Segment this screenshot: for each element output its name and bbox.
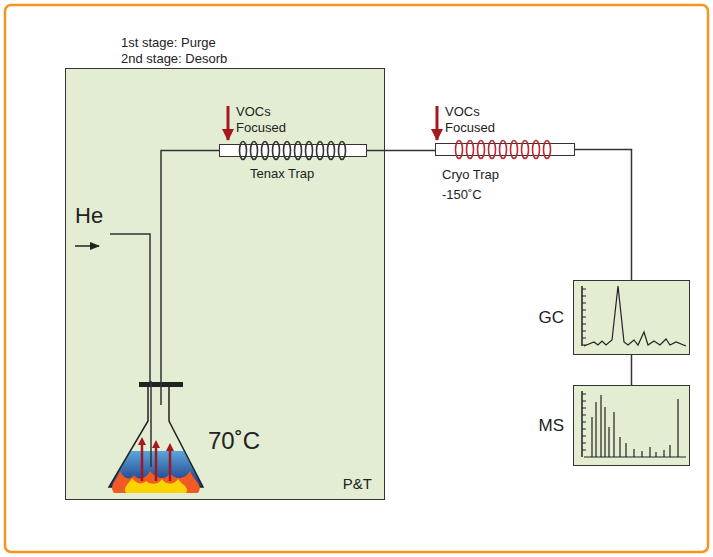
- line-part: [582, 422, 586, 423]
- ellipse-part: [317, 142, 324, 160]
- instrument-label: GC: [539, 308, 565, 328]
- ellipse-part: [306, 142, 313, 160]
- polyline-part: [584, 286, 686, 346]
- line-part: [591, 417, 592, 457]
- coil-winding: [219, 136, 367, 165]
- chromatogram: [574, 281, 689, 354]
- line-part: [608, 427, 609, 457]
- line-part: [655, 452, 656, 457]
- coil-winding: [435, 135, 575, 164]
- line-part: [582, 324, 586, 325]
- flask-illustration: [106, 381, 206, 493]
- gas-label: He: [75, 203, 103, 229]
- line-part: [582, 289, 586, 290]
- line-part: [582, 401, 586, 402]
- line-part: [619, 437, 620, 457]
- ellipse-part: [478, 141, 485, 159]
- ellipse-part: [500, 141, 507, 159]
- line-part: [141, 443, 144, 481]
- line-part: [582, 450, 586, 451]
- line-part: [633, 449, 634, 457]
- line-part: [169, 449, 172, 481]
- line-part: [582, 303, 586, 304]
- panel-label: P&T: [343, 475, 372, 493]
- line-part: [600, 395, 601, 457]
- ellipse-part: [511, 141, 518, 159]
- ellipse-part: [328, 142, 335, 160]
- ellipse-part: [489, 141, 496, 159]
- tube-connector: [161, 151, 219, 382]
- line-part: [595, 402, 596, 457]
- cryo-trap: Cryo Trap -150˚C: [435, 143, 575, 156]
- ellipse-part: [240, 142, 247, 160]
- ellipse-part: [251, 142, 258, 160]
- callout-note: VOCs Focused: [236, 104, 294, 137]
- tube-connector: [367, 150, 435, 152]
- line-part: [227, 106, 230, 140]
- line-part: [641, 451, 642, 457]
- line-part: [582, 415, 586, 416]
- tube-connector: [575, 150, 632, 281]
- line-part: [582, 443, 586, 444]
- line-part: [436, 106, 439, 140]
- line-part: [155, 446, 158, 481]
- rect-part: [65, 68, 385, 500]
- ellipse-part: [262, 142, 269, 160]
- line-part: [669, 445, 670, 457]
- line-part: [582, 338, 586, 339]
- temperature-label: 70˚C: [208, 427, 260, 456]
- line-part: [677, 399, 678, 457]
- line-part: [649, 447, 650, 457]
- line-part: [582, 429, 586, 430]
- line-part: [613, 412, 614, 457]
- line-part: [75, 245, 99, 247]
- line-part: [582, 408, 586, 409]
- ellipse-part: [544, 141, 551, 159]
- line-part: [582, 394, 586, 395]
- line-part: [581, 286, 583, 346]
- callout-note: VOCs Focused: [445, 104, 503, 137]
- line-part: [582, 317, 586, 318]
- path-part: [166, 443, 174, 451]
- ellipse-part: [467, 141, 474, 159]
- tenax-trap: Tenax Trap: [219, 144, 367, 157]
- ellipse-part: [284, 142, 291, 160]
- line-part: [584, 457, 686, 458]
- process-panel: Tenax Trap70˚C1st stage: Purge2nd stage:…: [65, 68, 385, 500]
- path-part: [109, 387, 203, 487]
- line-part: [663, 450, 664, 457]
- path-part: [138, 437, 146, 445]
- ellipse-part: [339, 142, 346, 160]
- polyline-part: [110, 234, 150, 384]
- rect-part: [5, 5, 708, 552]
- gc-display: GC: [573, 280, 690, 355]
- ellipse-part: [533, 141, 540, 159]
- line-part: [160, 381, 162, 405]
- line-part: [604, 407, 605, 457]
- line-part: [150, 381, 152, 467]
- instrument-label: MS: [539, 416, 565, 436]
- heated-flask: 70˚C: [106, 381, 206, 493]
- ellipse-part: [273, 142, 280, 160]
- path-part: [152, 440, 160, 448]
- line-part: [582, 436, 586, 437]
- stage-note: 2nd stage: Desorb: [121, 51, 227, 67]
- line-part: [625, 443, 626, 457]
- part-label: Cryo Trap -150˚C: [442, 165, 508, 204]
- line-part: [582, 296, 586, 297]
- line-part: [582, 310, 586, 311]
- chromatogram: [574, 386, 689, 465]
- ellipse-part: [456, 141, 463, 159]
- tube-connector: [631, 355, 633, 385]
- part-label: Tenax Trap: [250, 166, 314, 182]
- ellipse-part: [295, 142, 302, 160]
- stage-note: 1st stage: Purge: [121, 35, 216, 51]
- ms-display: MS: [573, 385, 690, 466]
- ellipse-part: [522, 141, 529, 159]
- line-part: [582, 331, 586, 332]
